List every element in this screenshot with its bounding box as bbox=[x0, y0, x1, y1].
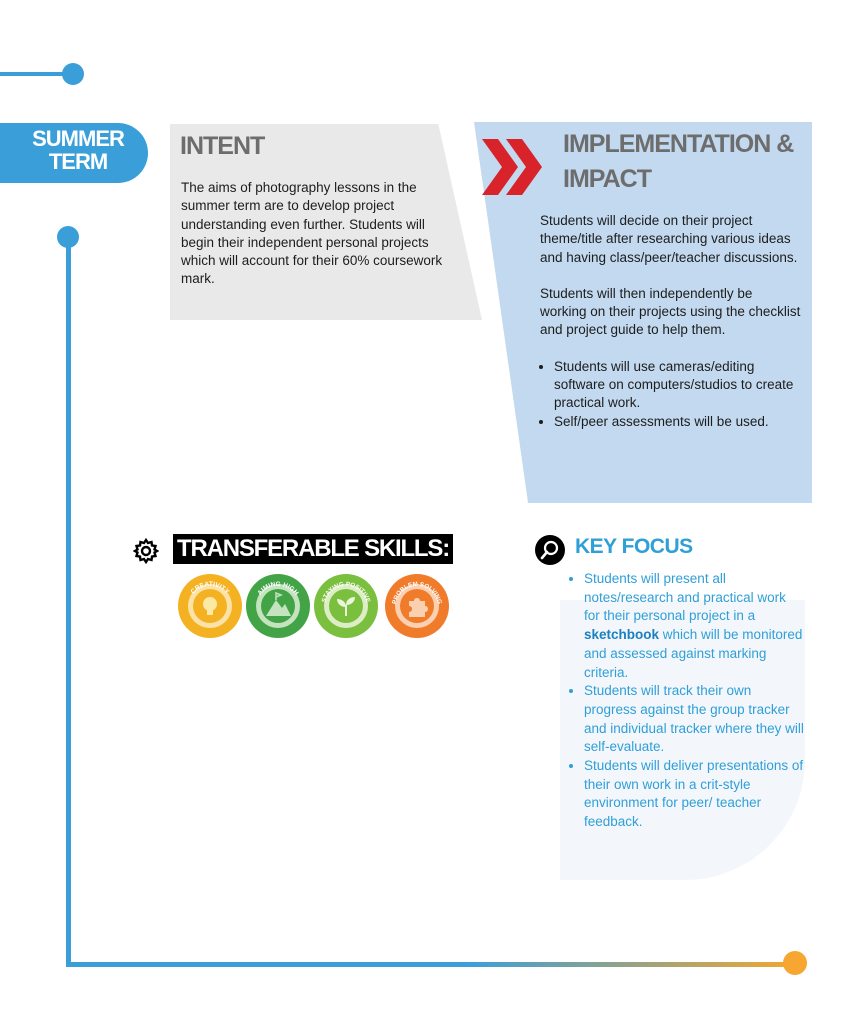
implementation-paragraph: Students will decide on their project th… bbox=[540, 213, 798, 265]
puzzle-piece-icon bbox=[409, 598, 428, 617]
implementation-paragraph: Students will then independently be work… bbox=[540, 285, 801, 338]
key-focus-item-text: which will be monitored and assessed aga… bbox=[584, 627, 803, 680]
skill-badge-graphic: PROBLEM SOLVING bbox=[391, 581, 443, 628]
seedling-icon bbox=[337, 597, 355, 616]
key-focus-item: Students will present all notes/research… bbox=[584, 570, 804, 682]
implementation-body: Students will decide on their project th… bbox=[540, 212, 802, 431]
skill-badge-graphic: AIMING HIGH bbox=[256, 581, 300, 628]
timeline-bottom-line bbox=[66, 962, 796, 967]
implementation-title-line1: IMPLEMENTATION & bbox=[563, 130, 794, 158]
intent-panel bbox=[170, 124, 482, 320]
implementation-bullet: Students will use cameras/editing softwa… bbox=[554, 358, 802, 413]
skill-badge-staying-positive: STAYING POSITIVE bbox=[314, 574, 378, 638]
term-badge bbox=[0, 123, 148, 183]
intent-title: INTENT bbox=[180, 132, 265, 160]
key-focus-list: Students will present all notes/research… bbox=[570, 570, 804, 832]
implementation-bullet-list: Students will use cameras/editing softwa… bbox=[540, 358, 802, 431]
implementation-panel bbox=[474, 122, 812, 503]
mountain-flag-icon bbox=[266, 591, 291, 616]
lightbulb-icon bbox=[203, 597, 217, 615]
implementation-bullet: Self/peer assessments will be used. bbox=[554, 413, 802, 431]
skill-badge-graphic: CREATIVITY bbox=[188, 581, 232, 628]
key-focus-item: Students will deliver presentations of t… bbox=[584, 757, 804, 832]
timeline-end-dot bbox=[783, 951, 807, 975]
intent-body: The aims of photography lessons in the s… bbox=[181, 180, 443, 287]
implementation-title-line2: IMPACT bbox=[563, 165, 652, 193]
implementation-title: IMPLEMENTATION & IMPACT bbox=[563, 127, 813, 197]
skill-badge-graphic: STAYING POSITIVE bbox=[321, 581, 371, 628]
key-focus-title: KEY FOCUS bbox=[575, 535, 693, 558]
skill-badge-creativity: CREATIVITY bbox=[178, 574, 242, 638]
term-label-line2: TERM bbox=[48, 149, 108, 174]
timeline-vertical-line bbox=[66, 240, 71, 967]
skill-badge-problem-solving: PROBLEM SOLVING bbox=[385, 574, 449, 638]
key-focus-item-emphasis: sketchbook bbox=[584, 627, 660, 643]
timeline-top-line bbox=[0, 72, 66, 76]
magnifier-icon bbox=[535, 535, 565, 565]
gear-icon bbox=[133, 538, 159, 564]
term-label-line1: SUMMER bbox=[32, 126, 125, 151]
timeline-middle-dot bbox=[57, 226, 79, 248]
term-label: SUMMER TERM bbox=[8, 127, 148, 173]
skill-badge-aiming-high: AIMING HIGH bbox=[246, 574, 310, 638]
key-focus-item: Students will track their own progress a… bbox=[584, 682, 804, 757]
key-focus-item-text: Students will present all notes/research… bbox=[584, 571, 786, 624]
transferable-skills-title: TRANSFERABLE SKILLS: bbox=[173, 534, 453, 564]
double-chevron-icon bbox=[482, 139, 542, 195]
key-focus-background bbox=[560, 600, 805, 880]
timeline-top-dot bbox=[62, 63, 84, 85]
